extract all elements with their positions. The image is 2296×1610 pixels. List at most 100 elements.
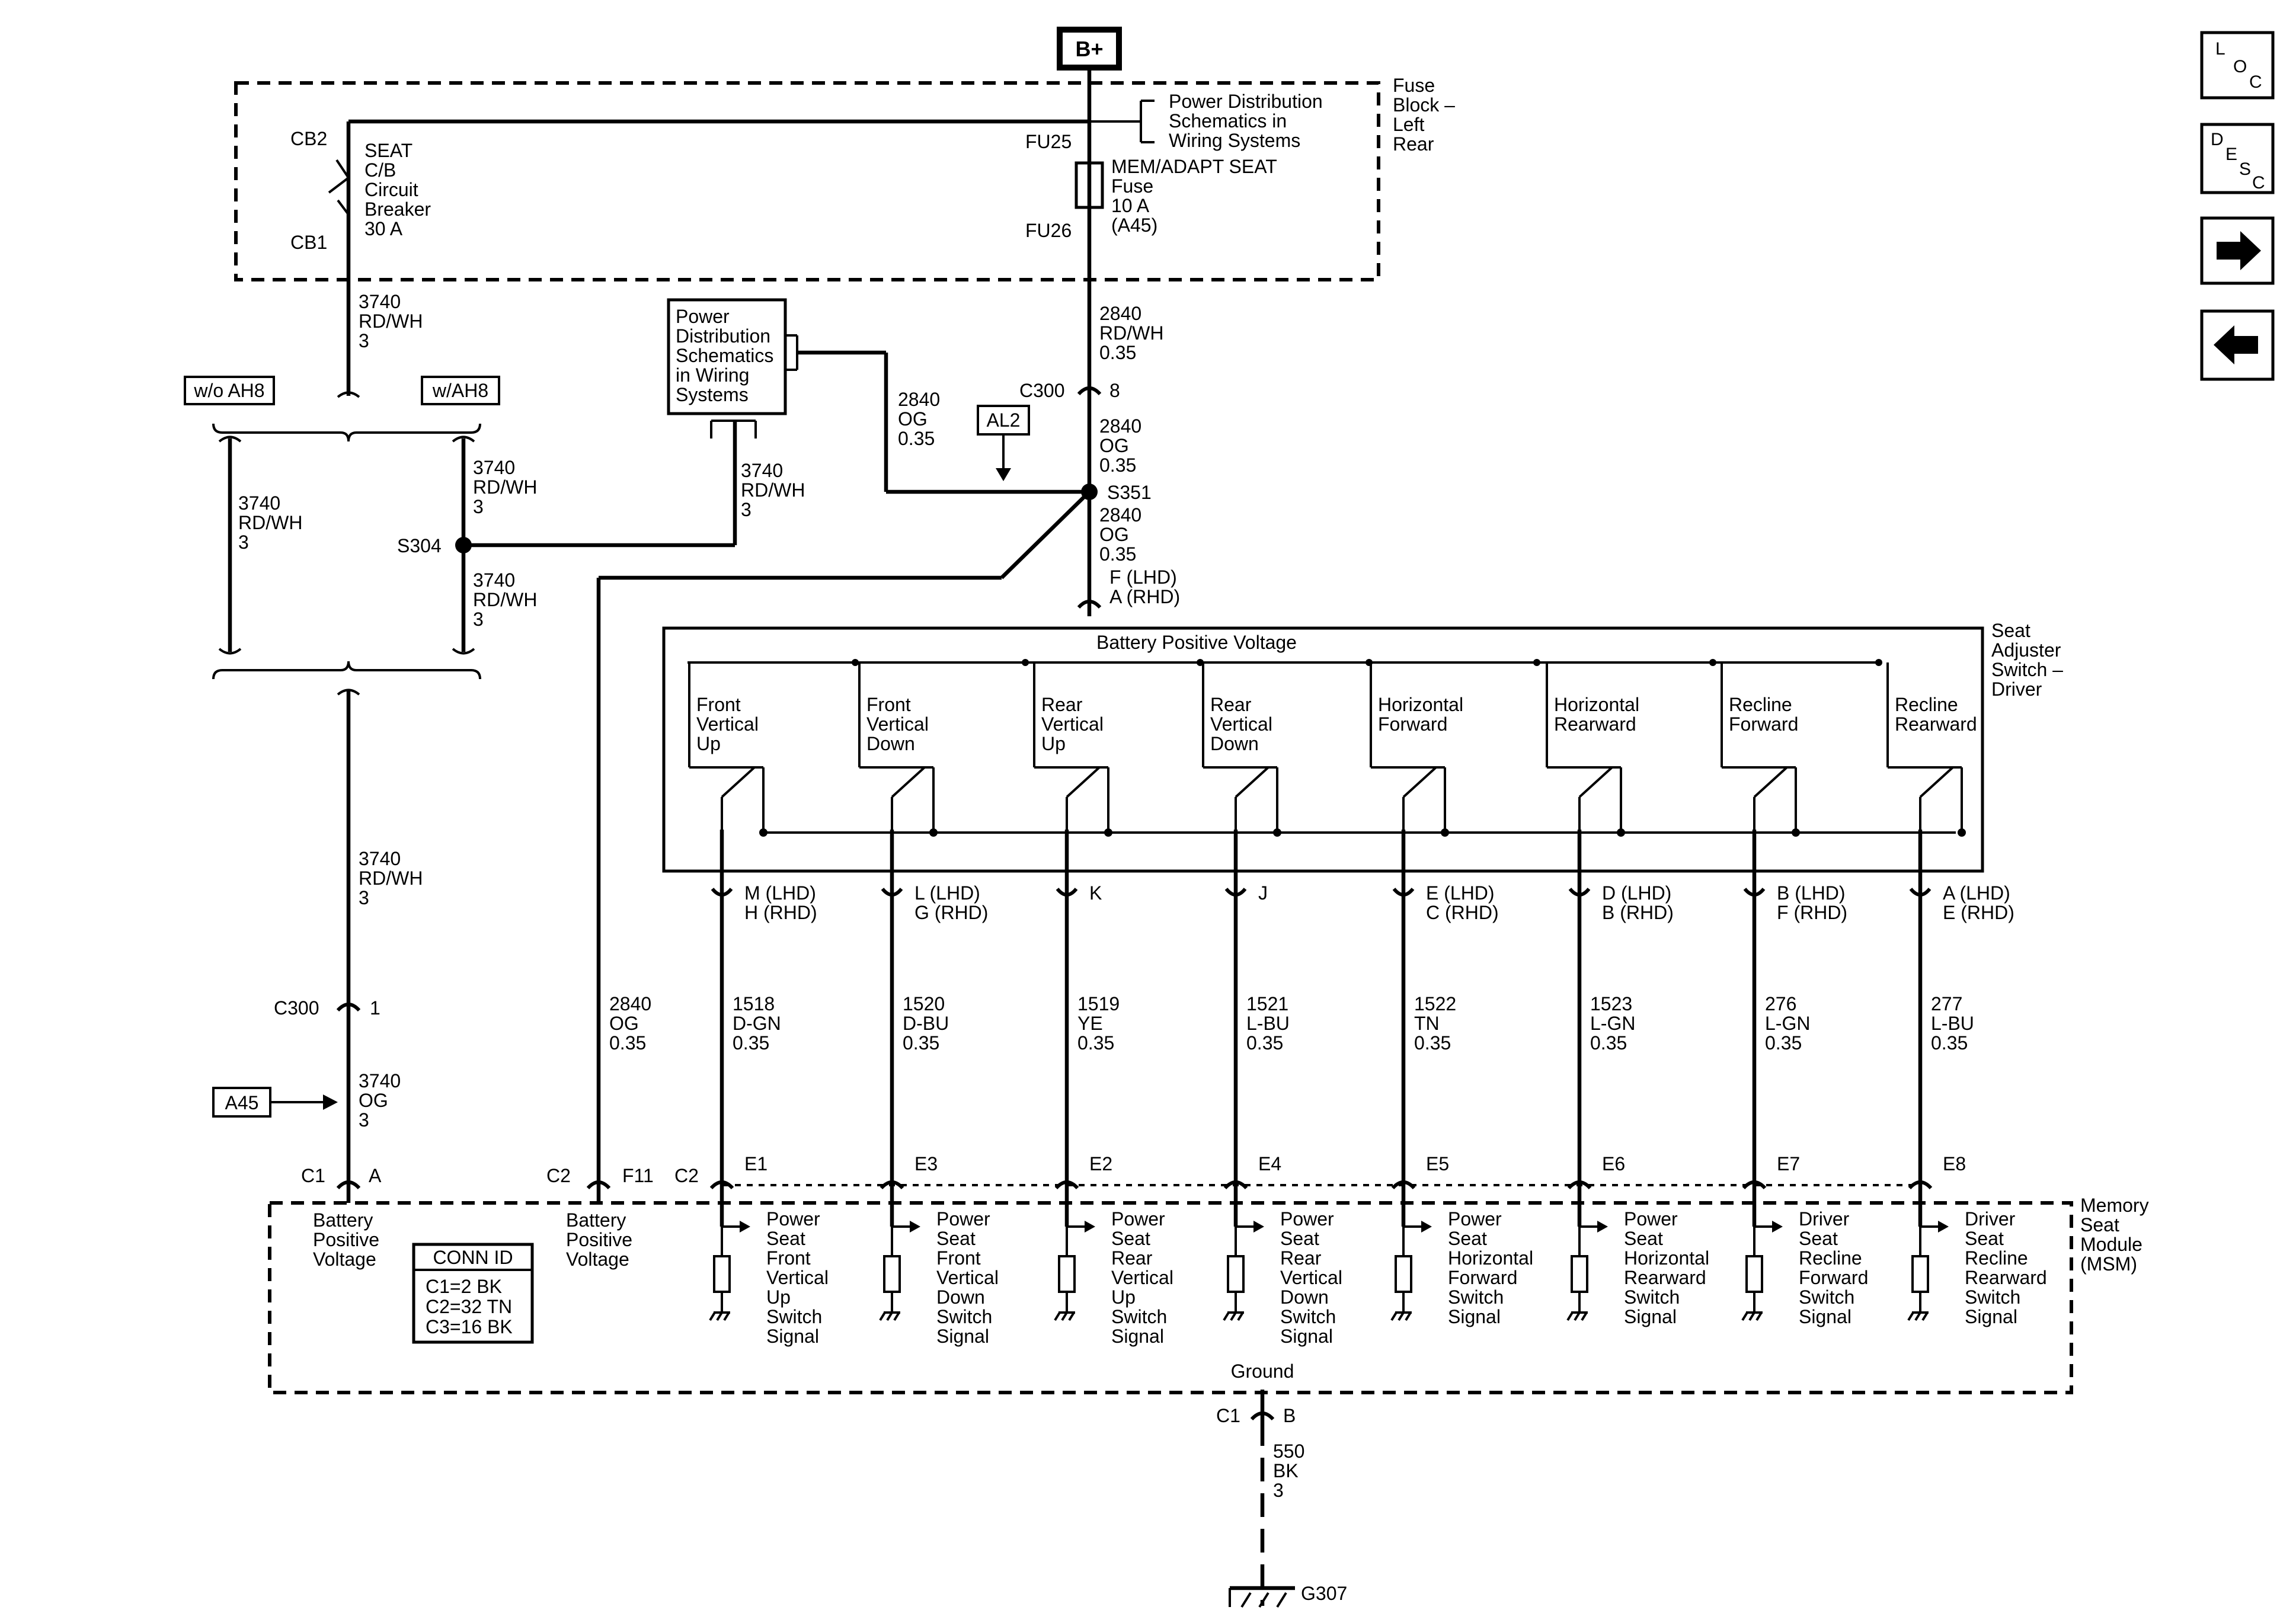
- c300-8-name: C300: [1019, 380, 1065, 401]
- msm-c2-label: Battery Positive Voltage: [566, 1209, 638, 1270]
- circuit-breaker-label: SEAT C/B Circuit Breaker 30 A: [364, 140, 436, 239]
- wire-s351-left: 2840 OG 0.35: [898, 389, 945, 449]
- a45-ref-box[interactable]: [212, 1087, 271, 1118]
- msm-cavity-label: E3: [914, 1153, 938, 1174]
- switch-pin-label: L (LHD)G (RHD): [914, 882, 988, 923]
- wire-s351-down: 2840 OG 0.35: [1099, 504, 1147, 565]
- module-ground-hatch: [1741, 1311, 1748, 1321]
- switch-blade-3: [1235, 766, 1269, 798]
- c300-1-name: C300: [274, 997, 319, 1019]
- wire-c300-1-down: 3740 OG 3: [359, 1070, 406, 1131]
- switch-common-dot-4: [1441, 828, 1449, 837]
- wire-c300-8-down: 2840 OG 0.35: [1099, 415, 1147, 476]
- fu25-label: FU25: [1025, 131, 1072, 152]
- s351-label: S351: [1107, 482, 1152, 503]
- switch-pin-label: J: [1258, 882, 1268, 904]
- prev-button[interactable]: [2200, 309, 2275, 381]
- pulldown-resistor-2: [1058, 1255, 1076, 1293]
- switch-blade-6: [1753, 766, 1788, 798]
- module-ground-hatch: [1398, 1311, 1405, 1321]
- switch-blade-0: [721, 766, 756, 798]
- module-ground-hatch: [1748, 1311, 1755, 1321]
- module-ground-hatch: [1921, 1311, 1929, 1321]
- ground-c1-name: C1: [1216, 1405, 1240, 1426]
- input-arrow-icon: [1085, 1221, 1095, 1233]
- g307-label: G307: [1301, 1583, 1347, 1604]
- input-arrow-icon: [740, 1221, 750, 1233]
- module-ground-hatch: [1581, 1311, 1588, 1321]
- msm-cavity-label: E6: [1602, 1153, 1625, 1174]
- switch-blade-2: [1066, 766, 1101, 798]
- option-left-box: [184, 376, 275, 405]
- c2-f11-name: C2: [546, 1165, 571, 1186]
- desc-button[interactable]: D E S C: [2200, 123, 2275, 194]
- left-arrow-icon: [2214, 325, 2258, 364]
- input-arrow-icon: [910, 1221, 920, 1233]
- switch-pin-label: E (LHD)C (RHD): [1426, 882, 1499, 923]
- wire-long-og: 2840 OG 0.35: [609, 993, 657, 1054]
- bus-junction: [1022, 659, 1029, 666]
- loc-button[interactable]: L O C: [2200, 31, 2275, 100]
- switch-common-dot-7: [1958, 828, 1966, 837]
- msm-cavity-label: E4: [1258, 1153, 1281, 1174]
- wire-network: [212, 27, 2073, 1608]
- switch-common-dot-2: [1104, 828, 1112, 837]
- module-ground-hatch: [1390, 1311, 1398, 1321]
- option-right-box: [421, 376, 500, 405]
- module-ground-hatch: [1068, 1311, 1075, 1321]
- fu26-label: FU26: [1025, 220, 1072, 241]
- switch-common-dot-6: [1792, 828, 1800, 837]
- module-ground-hatch: [709, 1311, 716, 1321]
- next-button[interactable]: [2200, 216, 2275, 285]
- switch-pin-label: K: [1089, 882, 1102, 904]
- loc-letter-l: L: [2215, 39, 2225, 59]
- option-left-label: w/o AH8: [193, 380, 264, 401]
- al2-ref-box[interactable]: [977, 405, 1030, 436]
- bus-junction: [1875, 659, 1882, 666]
- wire-ground: 550 BK 3: [1273, 1441, 1310, 1501]
- msm-ground-label: Ground: [1231, 1361, 1294, 1382]
- ground-c1-pin: B: [1283, 1405, 1296, 1426]
- module-ground-hatch: [1230, 1311, 1237, 1321]
- s304-label: S304: [397, 535, 442, 556]
- wire-cb-out: 3740 RD/WH 3: [359, 291, 428, 351]
- loc-letter-o: O: [2233, 57, 2247, 76]
- a45-ref-label: A45: [225, 1092, 259, 1113]
- switch-bus-label: Battery Positive Voltage: [1096, 632, 1297, 653]
- al2-ref-label: AL2: [987, 409, 1021, 431]
- option-right-label: w/AH8: [432, 380, 488, 401]
- msm-cavity-label: E1: [744, 1153, 768, 1174]
- module-ground-hatch: [1054, 1311, 1061, 1321]
- switch-blade-1: [891, 766, 926, 798]
- switch-title: Seat Adjuster Switch – Driver: [1991, 620, 2068, 700]
- right-arrow-icon: [2217, 231, 2261, 270]
- pds-reference: Power Distribution Schematics in Wiring …: [1169, 91, 1328, 151]
- bus-junction: [1533, 659, 1540, 666]
- c300-8-pin: 8: [1109, 380, 1120, 401]
- module-ground-hatch: [716, 1311, 723, 1321]
- switch-pin-label: A (LHD)E (RHD): [1943, 882, 2014, 923]
- c2-f11-pin: F11: [622, 1165, 654, 1186]
- splice-s351: [1081, 484, 1098, 500]
- input-arrow-icon: [1772, 1221, 1783, 1233]
- bus-junction: [852, 659, 859, 666]
- pds-box-label: Power Distribution Schematics in Wiring …: [676, 306, 779, 405]
- input-arrow-icon: [1421, 1221, 1432, 1233]
- bus-junction: [1709, 659, 1716, 666]
- module-ground-hatch: [893, 1311, 900, 1321]
- fuse-label: MEM/ADAPT SEAT Fuse 10 A (A45): [1111, 156, 1282, 236]
- wire-pds-box-down: 3740 RD/WH 3: [741, 460, 810, 520]
